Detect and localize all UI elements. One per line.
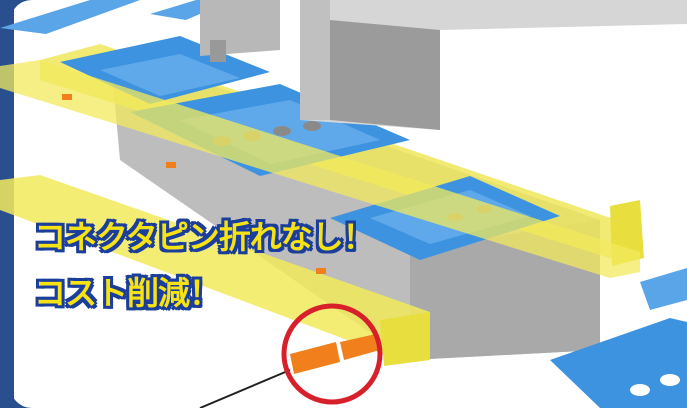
rail-front-end bbox=[380, 312, 430, 366]
connector-pin-right bbox=[340, 334, 380, 360]
press-block-side bbox=[330, 20, 440, 130]
rail-front bbox=[0, 175, 430, 356]
rail-marker-2 bbox=[166, 162, 176, 168]
tray-2-hole-3 bbox=[273, 126, 291, 136]
tray-4 bbox=[550, 318, 687, 408]
caption-line-1: コネクタピン折れなし！ bbox=[34, 218, 375, 256]
top-tray-strip bbox=[0, 0, 140, 34]
tray-5-fragment bbox=[640, 268, 687, 310]
rail-marker-1 bbox=[62, 94, 72, 100]
probe-wire bbox=[199, 369, 291, 408]
rail-middle bbox=[0, 60, 640, 278]
magnifier-highlight-circle bbox=[281, 303, 383, 405]
connector-pin-left bbox=[290, 342, 340, 374]
tray-4-hole-2 bbox=[660, 374, 680, 386]
press-block-front bbox=[300, 0, 330, 120]
tray-4-hole-1 bbox=[630, 384, 650, 396]
caption-line-2: コスト削減！ bbox=[34, 274, 221, 312]
rail-marker-3 bbox=[316, 268, 326, 274]
tray-2-hole-4 bbox=[303, 121, 321, 131]
tray-1-slot bbox=[100, 54, 240, 96]
press-pin bbox=[210, 40, 226, 62]
